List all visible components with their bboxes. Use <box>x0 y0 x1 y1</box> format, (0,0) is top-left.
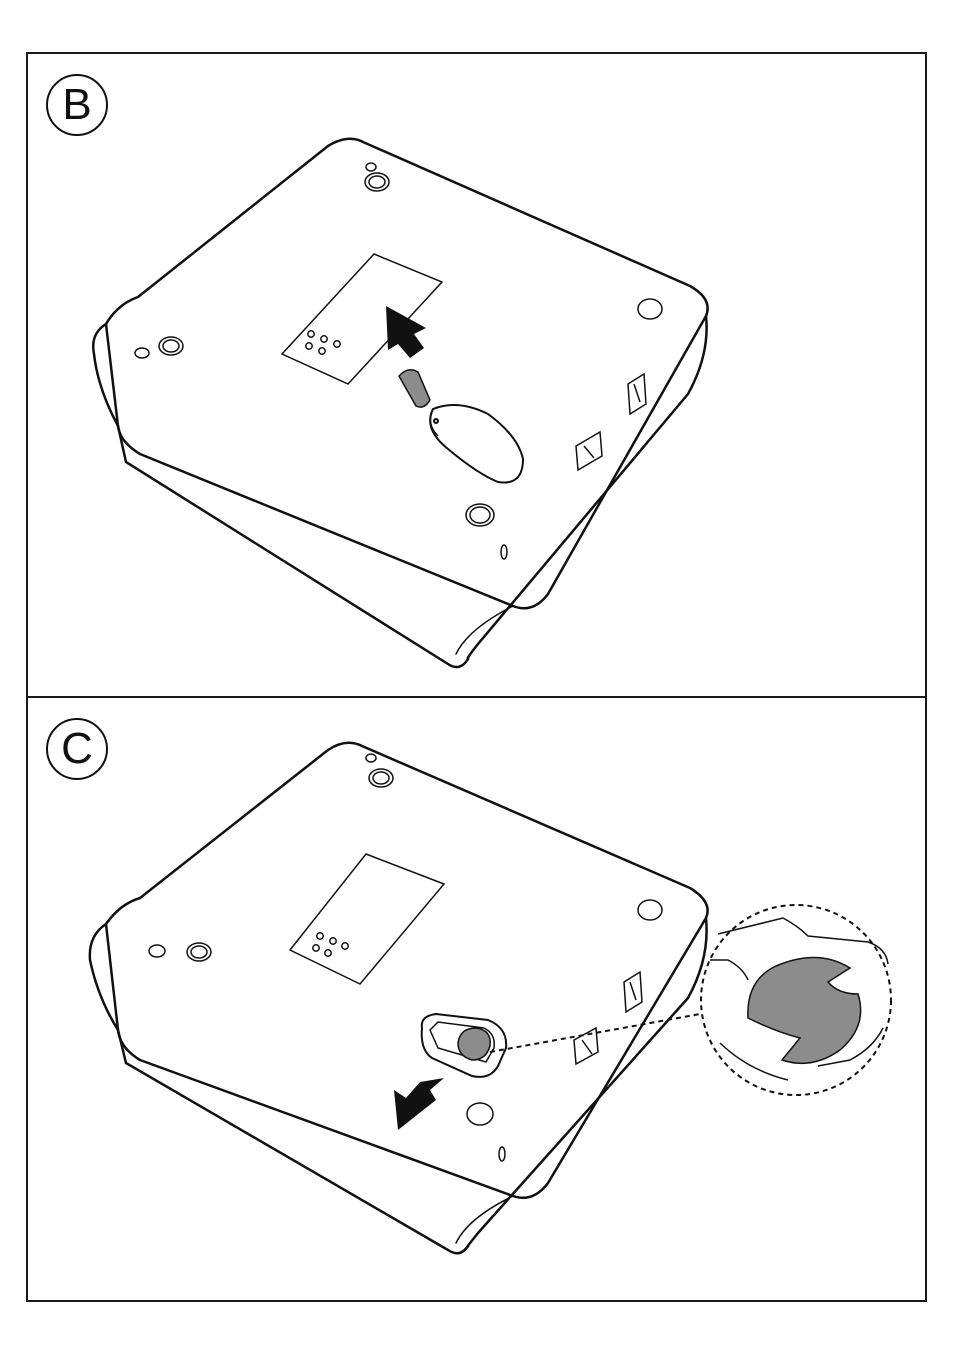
device-bottom-illustration-c <box>28 698 925 1300</box>
down-arrow-icon <box>394 1078 444 1130</box>
step-c-panel: C <box>26 696 927 1302</box>
rubber-foot-icon <box>149 754 662 1125</box>
coin-battery-icon <box>458 1028 490 1060</box>
device-side-edge <box>468 918 707 1246</box>
battery-cover-icon <box>430 405 523 483</box>
zoom-detail-icon <box>701 905 891 1095</box>
device-top-face <box>106 743 708 1198</box>
label-plate-icon <box>282 254 442 384</box>
device-bottom-illustration-b <box>28 54 925 696</box>
up-arrow-icon <box>386 306 426 358</box>
device-side-edge <box>468 316 707 659</box>
device-front-edge <box>93 324 118 426</box>
step-b-panel: B <box>26 52 927 698</box>
coin-tool-icon <box>399 370 430 407</box>
device-front-edge <box>90 924 118 1030</box>
device-bottom-edge <box>126 462 468 667</box>
label-plate-icon <box>290 854 444 984</box>
